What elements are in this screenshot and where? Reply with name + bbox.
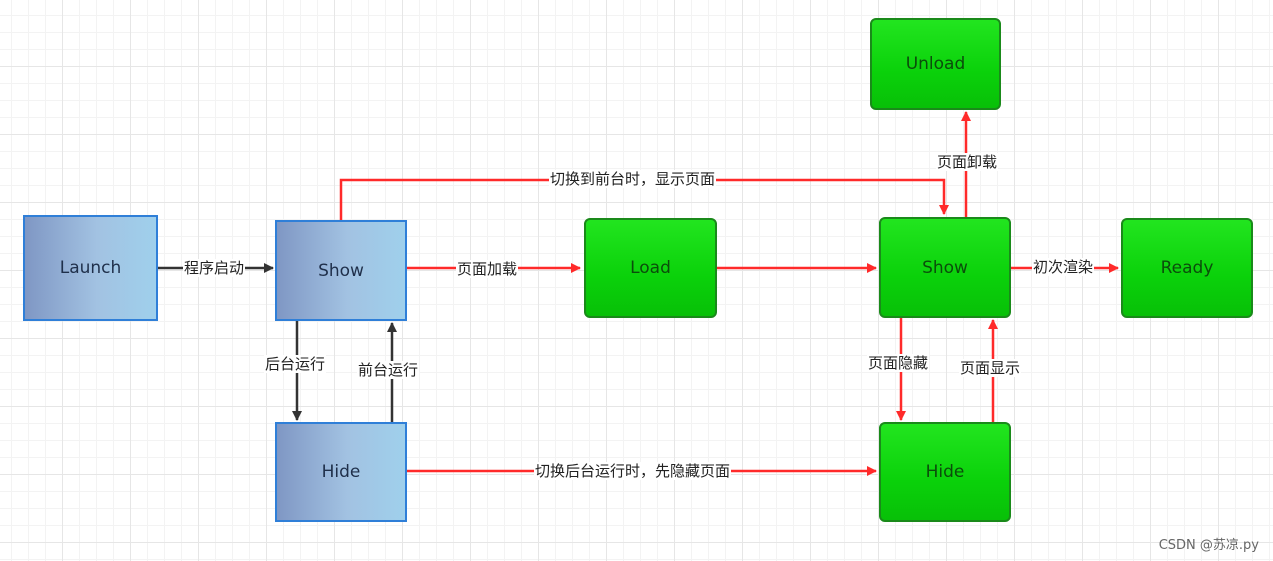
node-unload[interactable]: Unload (870, 18, 1001, 110)
node-hide-page-label: Hide (925, 462, 965, 482)
node-ready-label: Ready (1160, 258, 1214, 278)
node-launch[interactable]: Launch (23, 215, 158, 321)
edge-label-show-to-load: 页面加载 (456, 260, 519, 278)
node-hide-app[interactable]: Hide (275, 422, 407, 522)
node-hide-app-label: Hide (321, 462, 361, 482)
node-load[interactable]: Load (584, 218, 717, 318)
node-show-page[interactable]: Show (879, 217, 1011, 318)
node-show-page-label: Show (922, 257, 968, 278)
node-hide-page[interactable]: Hide (879, 422, 1011, 522)
node-load-label: Load (630, 258, 671, 278)
node-launch-label: Launch (59, 258, 122, 278)
node-ready[interactable]: Ready (1121, 218, 1253, 318)
node-show-app-label: Show (318, 260, 364, 281)
node-unload-label: Unload (905, 54, 966, 74)
edge-label-show-to-ready: 初次渲染 (1032, 258, 1095, 276)
edge-label-hide-app-to-hide-page: 切换后台运行时，先隐藏页面 (534, 462, 732, 480)
edge-label-show-to-unload: 页面卸载 (936, 153, 999, 171)
edge-label-launch-to-show: 程序启动 (183, 259, 246, 277)
edge-label-hide-to-show-app: 前台运行 (357, 361, 420, 379)
edge-label-hide-to-show-page: 页面显示 (959, 359, 1022, 377)
edge-label-show-to-hide-app: 后台运行 (264, 355, 327, 373)
watermark: CSDN @苏凉.py (1158, 538, 1259, 553)
node-show-app[interactable]: Show (275, 220, 407, 321)
edge-label-show-to-hide-page: 页面隐藏 (867, 354, 930, 372)
edge-label-show-app-to-show-page: 切换到前台时，显示页面 (549, 170, 717, 188)
